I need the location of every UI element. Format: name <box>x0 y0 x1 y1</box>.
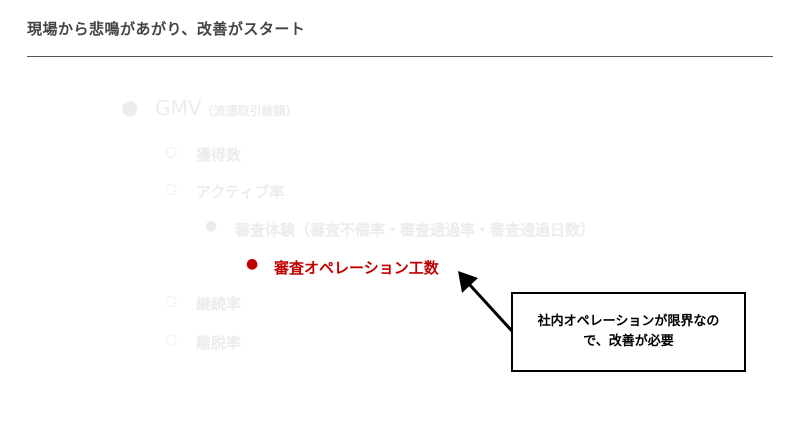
bullet-filled: ● <box>121 95 139 119</box>
outline-item-review-experience: ● 審査体験（審査不備率・審査通過率・審査通過日数） <box>205 218 596 240</box>
bullet-filled: ● <box>246 256 259 272</box>
outline-item-gmv: ● GMV（流通取引総額） <box>121 95 298 120</box>
review-operation-workload-label: 審査オペレーション工数 <box>274 259 439 277</box>
bullet-hollow: ○ <box>165 332 178 348</box>
churn-rate-label: 離脱率 <box>196 334 242 352</box>
outline-item-acquisition: ○ 獲得数 <box>165 144 241 165</box>
arrow-shaft <box>467 282 514 333</box>
outline-item-review-operation-workload: ● 審査オペレーション工数 <box>246 256 439 278</box>
outline-item-retention-rate: ○ 継続率 <box>165 293 241 314</box>
outline-item-churn-rate: ○ 離脱率 <box>165 332 241 353</box>
arrow-head <box>458 271 478 293</box>
title-divider <box>27 56 773 57</box>
bullet-hollow: ○ <box>165 181 178 197</box>
bullet-hollow: ○ <box>165 144 178 160</box>
outline-item-active-rate: ○ アクティブ率 <box>165 181 284 202</box>
retention-rate-label: 継続率 <box>196 295 242 313</box>
bullet-hollow: ○ <box>165 293 178 309</box>
acquisition-label: 獲得数 <box>196 146 242 164</box>
callout-line-1: 社内オペレーションが限界なの <box>537 314 720 329</box>
review-experience-label: 審査体験（審査不備率・審査通過率・審査通過日数） <box>235 221 596 239</box>
bullet-filled: ● <box>205 218 218 234</box>
callout-line-2: で、改善が必要 <box>583 334 674 349</box>
gmv-note: （流通取引総額） <box>201 104 298 118</box>
gmv-label: GMV <box>155 96 202 120</box>
callout-box: 社内オペレーションが限界なの で、改善が必要 <box>511 292 746 372</box>
slide-title: 現場から悲鳴があがり、改善がスタート <box>27 20 306 38</box>
callout-text: 社内オペレーションが限界なの で、改善が必要 <box>538 312 720 352</box>
active-rate-label: アクティブ率 <box>196 183 285 201</box>
